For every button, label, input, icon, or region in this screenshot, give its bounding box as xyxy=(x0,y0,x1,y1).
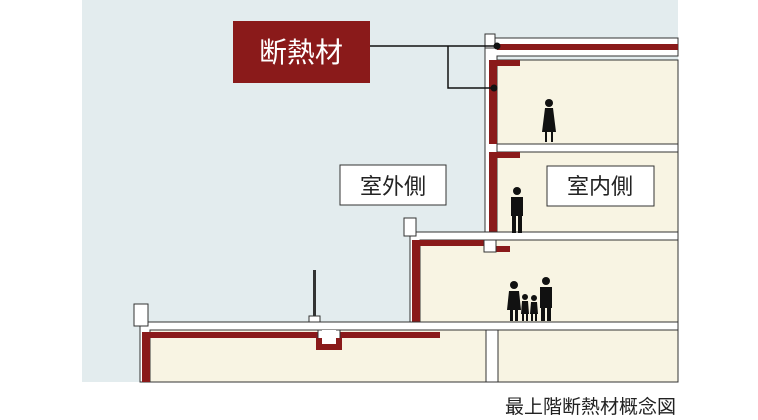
indoor-label: 室内側 xyxy=(567,175,633,200)
insulation-label-box: 断熱材 xyxy=(233,21,370,83)
people-silhouettes xyxy=(507,99,556,321)
family-icon xyxy=(507,277,552,321)
insulation-leader-lines xyxy=(370,45,497,89)
insulation-label: 断熱材 xyxy=(259,36,343,69)
outdoor-label-box: 室外側 xyxy=(339,164,447,206)
lower-floor-section xyxy=(133,270,679,383)
diagram-caption: 最上階断熱材概念図 xyxy=(505,395,676,418)
leader-dot xyxy=(493,42,501,50)
indoor-label-box: 室内側 xyxy=(546,165,655,207)
person-icon xyxy=(542,99,556,142)
person-icon xyxy=(511,187,523,233)
outdoor-label: 室外側 xyxy=(360,175,426,200)
leader-dot xyxy=(490,84,498,92)
